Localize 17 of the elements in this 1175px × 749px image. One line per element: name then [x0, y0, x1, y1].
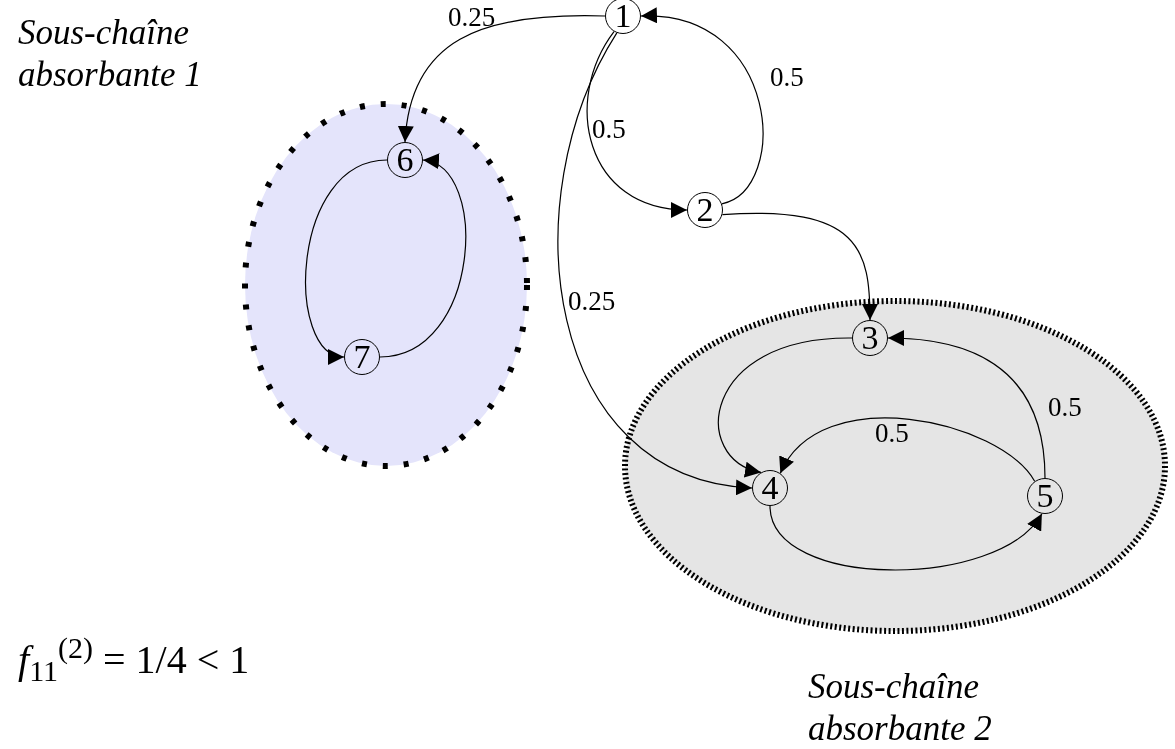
edge-label: 0.25: [568, 288, 616, 315]
transition-arrow: [718, 337, 853, 475]
transition-arrow: [586, 31, 688, 217]
group-heading: Sous-chaîne absorbante 1: [18, 12, 203, 96]
edge-label: 0.5: [1048, 394, 1082, 421]
edge-label: 0.5: [875, 420, 909, 447]
transition-arrow: [640, 9, 764, 205]
transition-arrow: [887, 330, 1046, 479]
edge-label: 0.5: [592, 116, 626, 143]
group-heading: Sous-chaîne absorbante 2: [808, 666, 993, 749]
edge-label: 0.5: [770, 64, 804, 91]
transition-arrow: [779, 417, 1036, 482]
edge-label: 0.25: [448, 4, 496, 31]
transition-arrow: [557, 32, 753, 494]
transition-arrow: [398, 15, 606, 143]
transition-arrow: [769, 505, 1043, 571]
transition-arrow: [721, 212, 878, 321]
